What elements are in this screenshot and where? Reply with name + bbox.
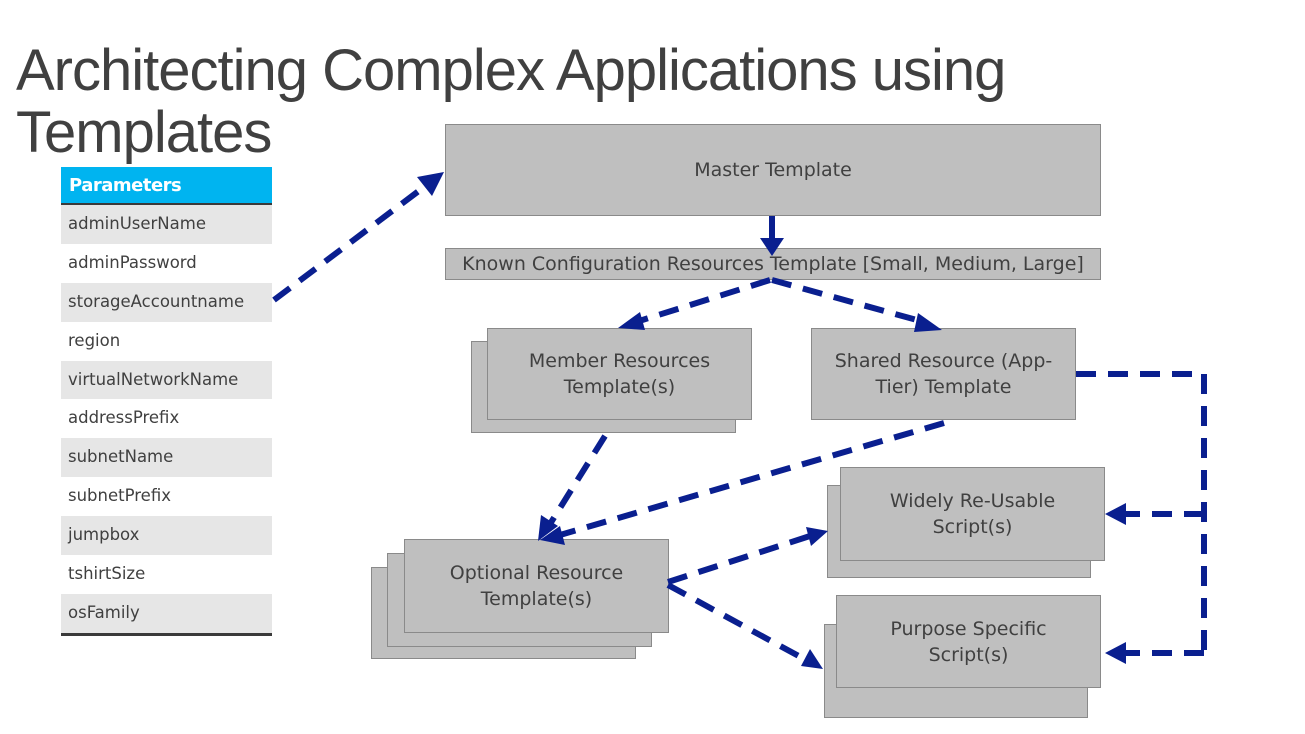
parameter-row: subnetPrefix	[61, 477, 272, 517]
parameters-header: Parameters	[61, 167, 272, 205]
parameter-row: addressPrefix	[61, 399, 272, 439]
optional-to-purpose-arrow	[666, 582, 808, 663]
optional-to-widely-arrow	[667, 533, 811, 585]
member-to-optional-arrow	[547, 434, 608, 526]
shared-template-label-line1: Shared Resource (App-	[834, 350, 1053, 372]
parameter-row: subnetName	[61, 438, 272, 478]
parameter-row: tshirtSize	[61, 555, 272, 594]
known-config-to-member-arrowhead	[618, 312, 645, 330]
member-template-label-line2: Template(s)	[563, 376, 676, 398]
parameters-table: Parameters adminUserName adminPassword s…	[61, 167, 272, 636]
optional-template-label-line2: Template(s)	[480, 588, 593, 610]
bracket-to-widely-arrowhead	[1105, 503, 1126, 525]
shared-to-scripts-bracket	[1076, 371, 1207, 653]
bracket-to-purpose-arrowhead	[1105, 642, 1126, 664]
parameter-row: virtualNetworkName	[61, 360, 272, 400]
member-to-optional-arrowhead	[538, 515, 558, 541]
parameter-row: region	[61, 321, 272, 361]
purpose-scripts-label-line1: Purpose Specific	[890, 617, 1047, 640]
params-to-master-arrow	[272, 181, 430, 303]
known-config-template-label: Known Configuration Resources Template […	[462, 253, 1084, 275]
shared-template-label-line2: Tier) Template	[875, 376, 1012, 398]
master-template-label: Master Template	[694, 159, 852, 181]
parameters-list: adminUserName adminPassword storageAccou…	[61, 205, 272, 636]
known-config-to-shared-arrow	[771, 277, 925, 325]
slide-title: Architecting Complex Applications using …	[16, 38, 1006, 165]
known-config-to-member-arrow	[635, 277, 771, 325]
member-resources-template-box: Member Resources Template(s)	[487, 328, 752, 420]
optional-resource-template-box: Optional Resource Template(s)	[404, 539, 669, 633]
member-template-label-line1: Member Resources	[528, 350, 711, 372]
purpose-scripts-label-line2: Script(s)	[928, 643, 1009, 666]
params-to-master-arrowhead	[417, 172, 444, 196]
optional-to-purpose-arrowhead	[801, 649, 823, 669]
parameter-row: storageAccountname	[61, 282, 272, 322]
master-template-box: Master Template	[445, 124, 1101, 216]
optional-template-label-line1: Optional Resource	[449, 562, 624, 584]
parameter-row: jumpbox	[61, 516, 272, 556]
shared-resource-template-box: Shared Resource (App- Tier) Template	[811, 328, 1076, 420]
parameter-row: adminUserName	[61, 205, 272, 244]
known-config-to-shared-arrowhead	[914, 313, 942, 332]
shared-to-optional-arrowhead	[540, 526, 565, 545]
shared-to-optional-arrow	[559, 420, 945, 538]
purpose-specific-scripts-box: Purpose Specific Script(s)	[836, 595, 1101, 688]
optional-to-widely-arrowhead	[806, 527, 828, 546]
widely-scripts-label-line1: Widely Re-Usable	[889, 490, 1056, 512]
widely-scripts-label-line2: Script(s)	[932, 516, 1013, 538]
parameter-row: adminPassword	[61, 243, 272, 283]
parameter-row: osFamily	[61, 593, 272, 633]
master-to-known-config-arrowhead	[760, 238, 784, 256]
widely-reusable-scripts-box: Widely Re-Usable Script(s)	[840, 467, 1105, 561]
